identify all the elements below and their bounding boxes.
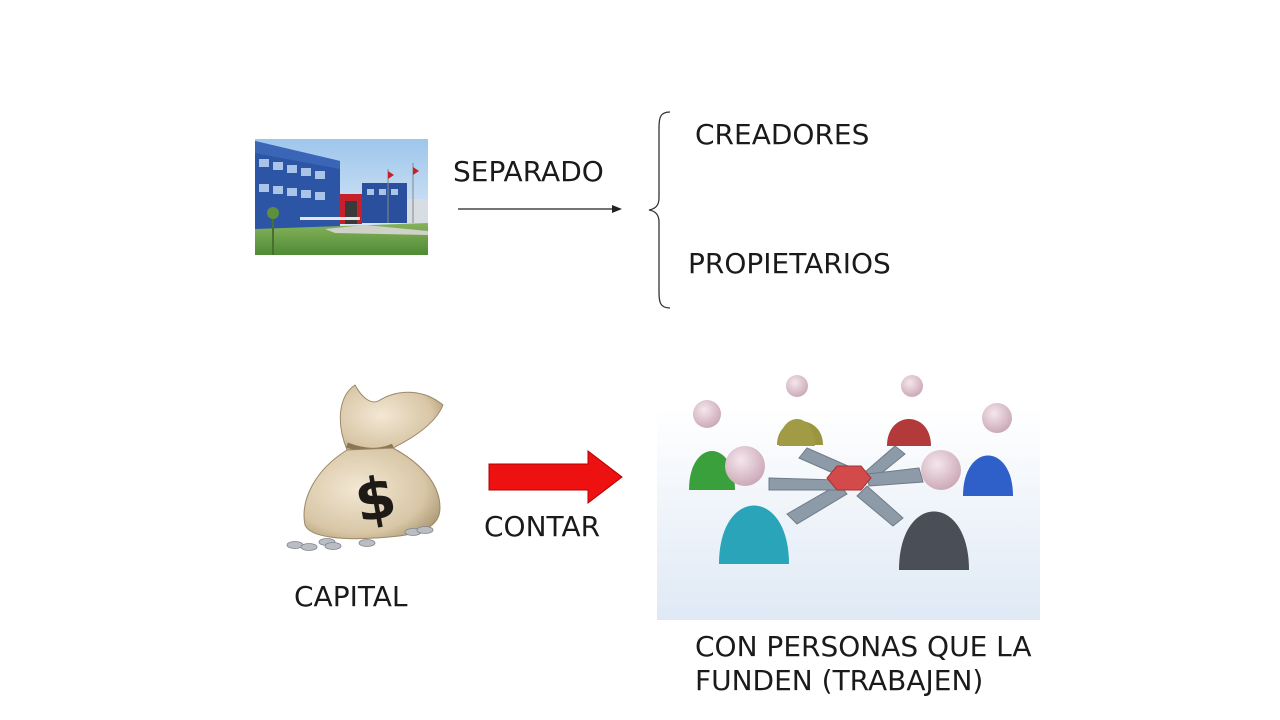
creadores-label: CREADORES <box>695 118 870 151</box>
personas-label: CON PERSONAS QUE LA FUNDEN (TRABAJEN) <box>695 630 1032 698</box>
contar-label: CONTAR <box>484 510 601 543</box>
capital-label: CAPITAL <box>294 580 408 613</box>
people-network-icon <box>657 375 1040 620</box>
personas-line-2: FUNDEN (TRABAJEN) <box>695 664 984 697</box>
thin-arrow-icon <box>458 205 622 213</box>
separado-label: SEPARADO <box>453 155 604 188</box>
building-photo-icon <box>255 139 428 255</box>
money-bag-icon: $ <box>286 384 444 551</box>
propietarios-label: PROPIETARIOS <box>688 247 891 280</box>
red-arrow-icon <box>488 450 623 504</box>
personas-line-1: CON PERSONAS QUE LA <box>695 630 1032 663</box>
curly-brace-icon <box>648 111 671 309</box>
